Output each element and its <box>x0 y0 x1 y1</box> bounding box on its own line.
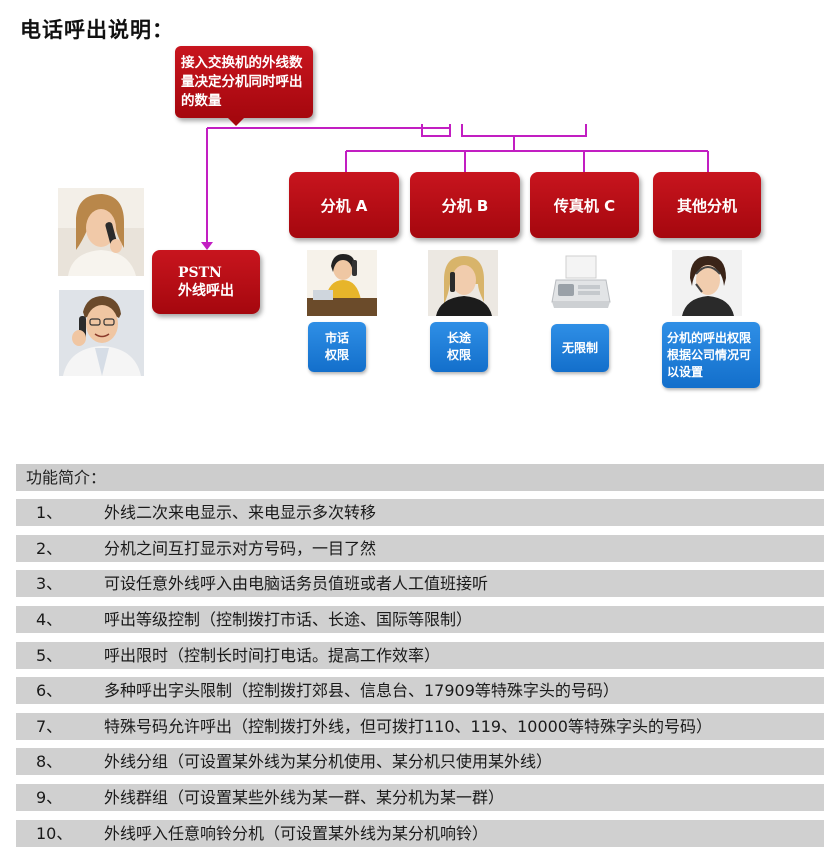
connector-lines <box>201 124 709 250</box>
feature-row: 3、 可设任意外线呼入由电脑话务员值班或者人工值班接听 <box>16 570 824 597</box>
caller-man-photo <box>59 290 144 376</box>
feature-text: 呼出等级控制（控制拨打市话、长途、国际等限制） <box>104 610 473 629</box>
feature-text: 多种呼出字头限制（控制拨打郊县、信息台、17909等特殊字头的号码） <box>104 681 619 700</box>
feature-text: 外线呼入任意响铃分机（可设置某外线为某分机响铃） <box>104 824 489 843</box>
feature-row: 5、 呼出限时（控制长时间打电话。提高工作效率） <box>16 642 824 669</box>
extension-b-box: 分机 B <box>410 172 520 238</box>
features-header: 功能简介： <box>16 464 824 491</box>
permission-a-badge: 市话权限 <box>308 322 366 372</box>
feature-number: 1、 <box>36 503 63 522</box>
receptionist-photo <box>307 250 377 316</box>
feature-number: 8、 <box>36 752 63 771</box>
feature-row: 10、 外线呼入任意响铃分机（可设置某外线为某分机响铃） <box>16 820 824 847</box>
feature-number: 6、 <box>36 681 63 700</box>
callout-tail <box>226 116 246 126</box>
feature-row: 6、 多种呼出字头限制（控制拨打郊县、信息台、17909等特殊字头的号码） <box>16 677 824 704</box>
feature-row: 7、 特殊号码允许呼出（控制拨打外线，但可拨打110、119、10000等特殊字… <box>16 713 824 740</box>
feature-text: 外线群组（可设置某些外线为某一群、某分机为某一群） <box>104 788 505 807</box>
pstn-box: PSTN 外线呼出 <box>152 250 260 314</box>
permission-b-badge: 长途权限 <box>430 322 488 372</box>
woman-phone-photo <box>428 250 498 316</box>
bracket-left <box>421 124 451 137</box>
feature-number: 7、 <box>36 717 63 736</box>
feature-text: 呼出限时（控制长时间打电话。提高工作效率） <box>104 646 441 665</box>
extension-a-box: 分机 A <box>289 172 399 238</box>
page-title: 电话呼出说明： <box>20 17 174 42</box>
feature-text: 外线二次来电显示、来电显示多次转移 <box>104 503 377 522</box>
permission-c-badge: 无限制 <box>551 324 609 372</box>
pstn-sublabel: 外线呼出 <box>178 283 234 299</box>
fax-c-box: 传真机 C <box>530 172 639 238</box>
feature-number: 4、 <box>36 610 63 629</box>
caller-woman-photo <box>58 188 144 276</box>
fax-machine-photo <box>546 250 616 316</box>
feature-number: 9、 <box>36 788 63 807</box>
headset-operator-photo <box>672 250 742 316</box>
pstn-arrow-icon <box>201 242 213 250</box>
feature-number: 2、 <box>36 539 63 558</box>
feature-text: 特殊号码允许呼出（控制拨打外线，但可拨打110、119、10000等特殊字头的号… <box>104 717 712 736</box>
feature-text: 可设任意外线呼入由电脑话务员值班或者人工值班接听 <box>104 574 489 593</box>
trunk-count-callout: 接入交换机的外线数量决定分机同时呼出的数量 <box>175 46 313 118</box>
bracket-right <box>461 124 587 137</box>
other-extension-box: 其他分机 <box>653 172 761 238</box>
feature-number: 5、 <box>36 646 63 665</box>
feature-number: 10、 <box>36 824 73 843</box>
pstn-label: PSTN <box>178 265 222 281</box>
feature-row: 8、 外线分组（可设置某外线为某分机使用、某分机只使用某外线） <box>16 748 824 775</box>
feature-row: 9、 外线群组（可设置某些外线为某一群、某分机为某一群） <box>16 784 824 811</box>
feature-number: 3、 <box>36 574 63 593</box>
feature-text: 分机之间互打显示对方号码，一目了然 <box>104 539 377 558</box>
feature-text: 外线分组（可设置某外线为某分机使用、某分机只使用某外线） <box>104 752 553 771</box>
feature-row: 2、 分机之间互打显示对方号码，一目了然 <box>16 535 824 562</box>
feature-row: 4、 呼出等级控制（控制拨打市话、长途、国际等限制） <box>16 606 824 633</box>
feature-row: 1、 外线二次来电显示、来电显示多次转移 <box>16 499 824 526</box>
permission-d-badge: 分机的呼出权限根据公司情况可以设置 <box>662 322 760 388</box>
